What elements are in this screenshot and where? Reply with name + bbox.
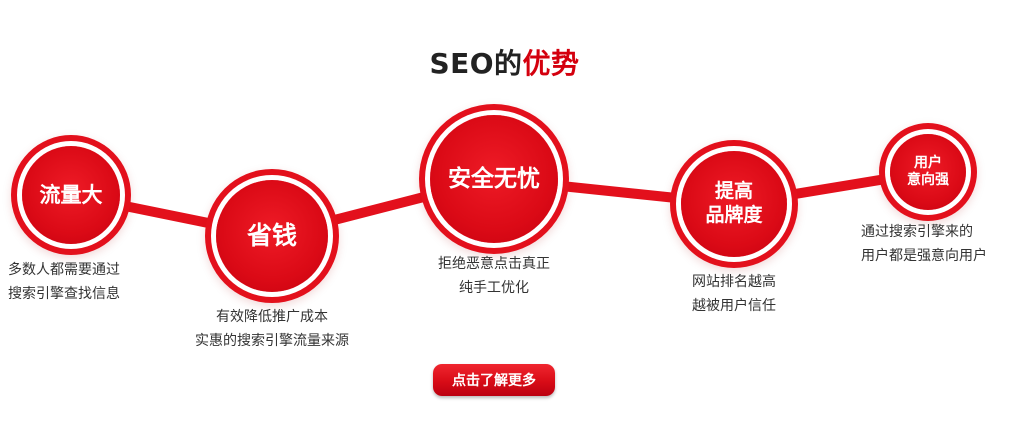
feature-label-line-2: 品牌度	[705, 204, 763, 226]
feature-label-line-1: 用户	[914, 154, 942, 171]
description-line: 搜索引擎查找信息	[8, 286, 120, 302]
description-line: 拒绝恶意点击真正	[438, 256, 550, 272]
page-title: SEO的优势	[0, 42, 1009, 82]
description-line: 越被用户信任	[692, 298, 776, 314]
description-line: 有效降低推广成本	[216, 309, 328, 325]
description-line: 实惠的搜索引擎流量来源	[195, 333, 349, 349]
learn-more-button[interactable]: 点击了解更多	[433, 364, 555, 396]
feature-label: 安全无忧	[448, 165, 540, 192]
feature-description-traffic: 多数人都需要通过 搜索引擎查找信息	[8, 258, 120, 306]
feature-label: 流量大	[39, 182, 103, 207]
feature-description-intent: 通过搜索引擎来的 用户都是强意向用户	[861, 220, 987, 268]
feature-circle-save-money: 省钱	[216, 180, 328, 292]
description-line: 多数人都需要通过	[8, 262, 120, 278]
title-accent: 优势	[522, 47, 580, 80]
feature-description-save-money: 有效降低推广成本 实惠的搜索引擎流量来源	[160, 305, 384, 353]
feature-circle-safe: 安全无忧	[430, 115, 558, 243]
title-prefix: SEO的	[429, 47, 523, 80]
description-line: 用户都是强意向用户	[861, 248, 987, 264]
description-line: 通过搜索引擎来的	[861, 224, 973, 240]
description-line: 纯手工优化	[459, 280, 529, 296]
feature-description-brand: 网站排名越高 越被用户信任	[655, 270, 813, 318]
feature-circle-traffic: 流量大	[22, 146, 120, 244]
feature-label-line-1: 提高	[714, 180, 753, 203]
feature-label: 省钱	[246, 221, 297, 251]
feature-description-safe: 拒绝恶意点击真正 纯手工优化	[404, 252, 584, 300]
feature-circle-brand: 提高 品牌度	[681, 151, 787, 257]
description-line: 网站排名越高	[692, 274, 776, 290]
feature-circle-intent: 用户 意向强	[890, 134, 966, 210]
feature-label-line-2: 意向强	[907, 172, 949, 188]
